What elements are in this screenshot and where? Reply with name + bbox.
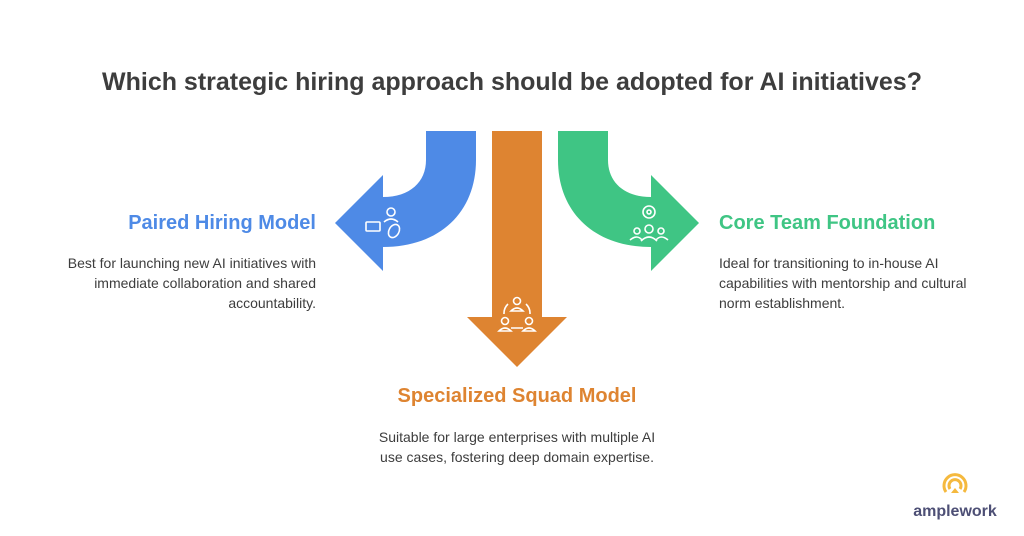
paired-title: Paired Hiring Model (128, 212, 316, 234)
core-description: Ideal for transitioning to in-house AI c… (719, 255, 967, 311)
amplework-logo-icon (942, 473, 968, 493)
squad-title: Specialized Squad Model (397, 385, 637, 407)
brand-name: amplework (913, 503, 997, 520)
core-title: Core Team Foundation (719, 212, 936, 234)
paired-description: Best for launching new AI initiatives wi… (67, 255, 316, 311)
squad-arrow (467, 131, 567, 367)
laptop-person-icon (365, 207, 401, 239)
brand-logo: amplework (905, 470, 1005, 521)
group-ball-icon (629, 205, 669, 242)
squad-description: Suitable for large enterprises with mult… (378, 429, 656, 465)
paired-arrow (335, 131, 476, 271)
team-circle-icon (497, 296, 537, 332)
core-arrow (558, 131, 699, 271)
diagram-title: Which strategic hiring approach should b… (102, 68, 922, 96)
